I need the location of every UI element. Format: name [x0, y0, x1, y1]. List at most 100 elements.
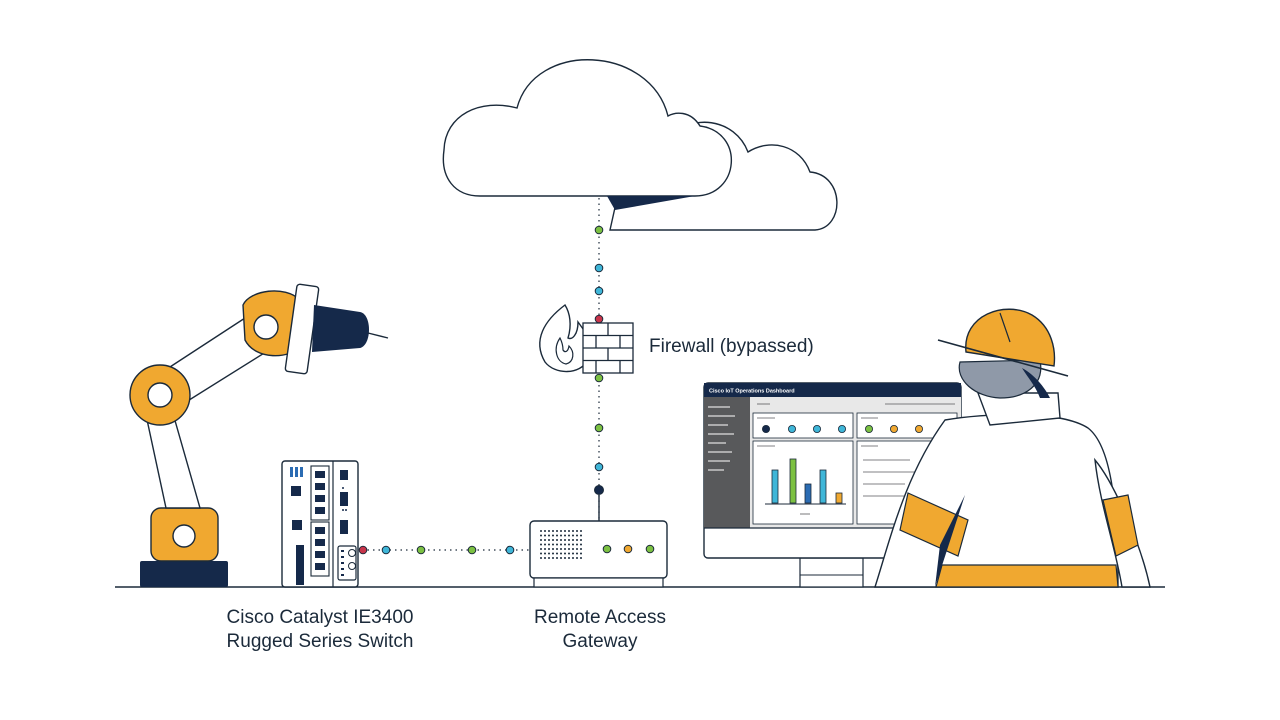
- node: [594, 286, 604, 296]
- grille-dot: [580, 552, 582, 555]
- grille-dot: [564, 557, 566, 559]
- firewall-icon: [539, 303, 634, 374]
- grille-dot: [544, 548, 546, 550]
- grille-dot: [572, 557, 574, 559]
- grille-dot: [572, 539, 574, 541]
- grille-dot: [540, 534, 542, 537]
- grille-dot: [540, 552, 542, 555]
- status-light: [602, 544, 612, 554]
- node: [416, 545, 426, 555]
- grille-dot: [568, 539, 570, 541]
- grille-dot: [580, 534, 582, 537]
- grille-dot: [548, 548, 550, 550]
- dashboard-title: Cisco IoT Operations Dashboard: [709, 389, 795, 395]
- grille-dot: [580, 543, 582, 546]
- cloud-icon: [442, 59, 838, 231]
- grille-dot: [564, 552, 566, 555]
- node: [594, 225, 604, 235]
- grille-dot: [568, 548, 570, 550]
- gateway-label: Remote Access Gateway: [500, 606, 700, 654]
- node: [505, 545, 515, 555]
- node: [594, 462, 604, 472]
- node: [594, 373, 604, 383]
- grille-dot: [560, 530, 562, 532]
- node: [358, 545, 368, 555]
- bar-chart-icon: [765, 458, 846, 505]
- grille-dot: [540, 548, 542, 550]
- grille-dot: [580, 530, 582, 532]
- grille-dot: [560, 543, 562, 546]
- switch-label-line1: Cisco Catalyst IE3400: [226, 607, 414, 628]
- node: [467, 545, 477, 555]
- switch-label: Cisco Catalyst IE3400 Rugged Series Swit…: [200, 606, 440, 654]
- grille-dot: [568, 530, 570, 532]
- firewall-label: Firewall (bypassed): [649, 336, 814, 357]
- grille-dot: [576, 530, 578, 532]
- grille-dot: [576, 557, 578, 559]
- grille-dot: [560, 552, 562, 555]
- switch-device: [281, 460, 359, 588]
- grille-dot: [576, 534, 578, 537]
- speaker-grille: [540, 530, 582, 559]
- cloud-front: [442, 59, 733, 197]
- grille-dot: [580, 557, 582, 559]
- switch-label-line2: Rugged Series Switch: [226, 631, 414, 652]
- grille-dot: [580, 548, 582, 550]
- connector-nodes-horizontal: [358, 545, 515, 555]
- grille-dot: [548, 557, 550, 559]
- grille-dot: [568, 557, 570, 559]
- grille-dot: [560, 557, 562, 559]
- grille-dot: [548, 530, 550, 532]
- grille-dot: [560, 534, 562, 537]
- robot-base-plate: [140, 561, 228, 587]
- grille-dot: [552, 534, 554, 537]
- firewall-node: [594, 314, 604, 324]
- grille-dot: [544, 530, 546, 532]
- grille-dot: [548, 552, 550, 555]
- worker: [874, 308, 1151, 588]
- grille-dot: [568, 552, 570, 555]
- grille-dot: [552, 539, 554, 541]
- grille-dot: [580, 539, 582, 541]
- node: [594, 423, 604, 433]
- status-light: [623, 544, 633, 554]
- port-block: [310, 465, 330, 577]
- grille-dot: [564, 539, 566, 541]
- grille-dot: [560, 548, 562, 550]
- grille-dot: [556, 552, 558, 555]
- grille-dot: [544, 539, 546, 541]
- grille-dot: [556, 557, 558, 559]
- grille-dot: [552, 530, 554, 532]
- grille-dot: [564, 530, 566, 532]
- grille-dot: [576, 548, 578, 550]
- grille-dot: [548, 534, 550, 537]
- node: [594, 263, 604, 273]
- grille-dot: [552, 548, 554, 550]
- grille-dot: [552, 543, 554, 546]
- gateway-device: [529, 495, 668, 588]
- grille-dot: [544, 543, 546, 546]
- grille-dot: [540, 539, 542, 541]
- grille-dot: [556, 548, 558, 550]
- grille-dot: [552, 557, 554, 559]
- grille-dot: [572, 534, 574, 537]
- grille-dot: [576, 552, 578, 555]
- grille-dot: [572, 552, 574, 555]
- robot-arm: [129, 283, 389, 587]
- grille-dot: [568, 543, 570, 546]
- grille-dot: [556, 534, 558, 537]
- grille-dot: [544, 557, 546, 559]
- grille-dot: [576, 543, 578, 546]
- grille-dot: [548, 543, 550, 546]
- grille-dot: [544, 534, 546, 537]
- node: [594, 485, 604, 495]
- grille-dot: [556, 539, 558, 541]
- gateway-label-line2: Gateway: [562, 631, 638, 652]
- connector-nodes-vertical: [594, 225, 604, 495]
- grille-dot: [552, 552, 554, 555]
- grille-dot: [572, 548, 574, 550]
- grille-dot: [564, 548, 566, 550]
- grille-dot: [572, 530, 574, 532]
- grille-dot: [540, 557, 542, 559]
